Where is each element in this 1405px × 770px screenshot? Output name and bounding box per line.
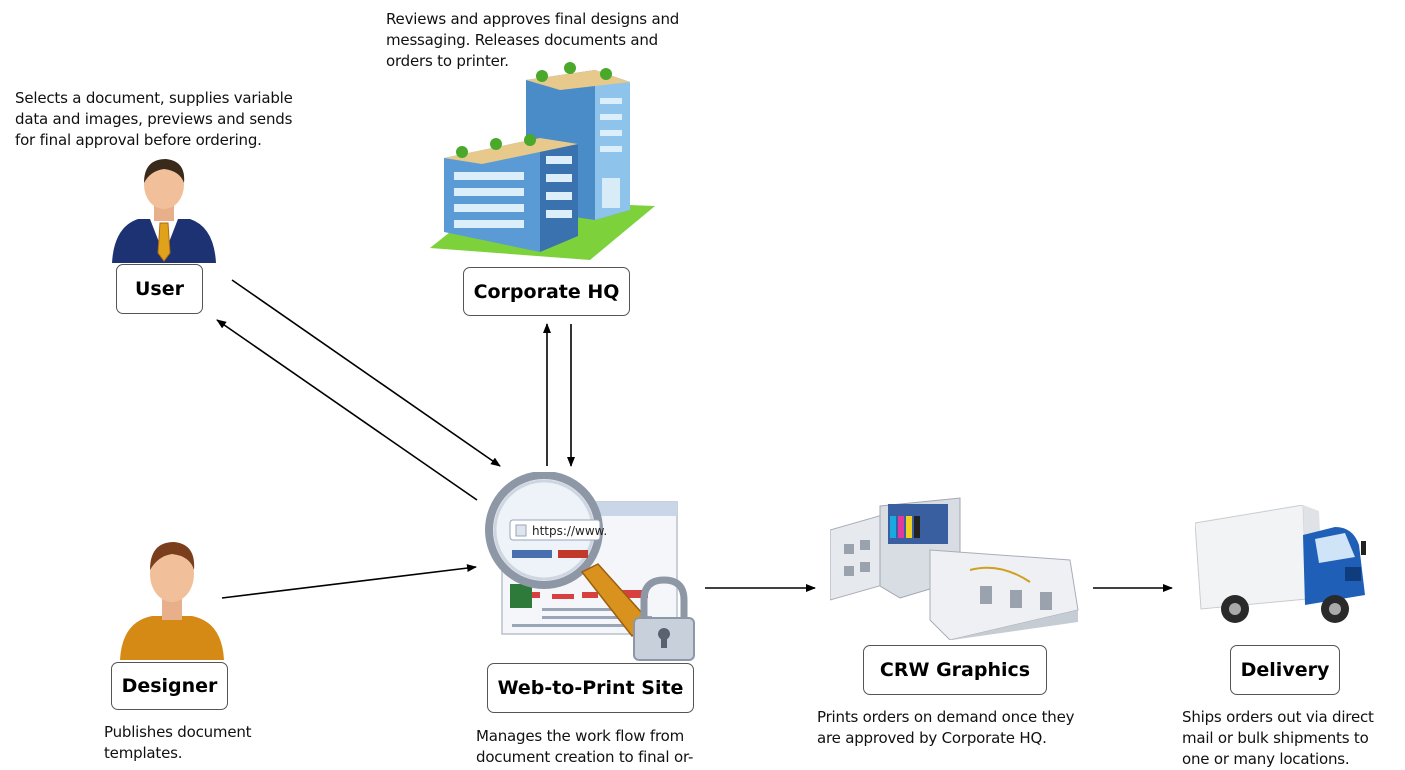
crw-graphics-description: Prints orders on demand once they are ap… (817, 708, 1075, 747)
arrow-site-to-user (216, 319, 478, 501)
arrow-designer-to-site (221, 564, 477, 599)
magnifier-website-lock-icon: https://www. (485, 472, 695, 661)
url-bar-text: https://www. (532, 524, 607, 538)
corporate-hq-description: Reviews and approves final designs and m… (386, 10, 680, 70)
user-label: User (116, 264, 203, 314)
web-to-print-description: Manages the work flow from document crea… (476, 727, 694, 766)
delivery-label: Delivery (1230, 645, 1340, 695)
designer-description: Publishes document templates. (104, 723, 252, 762)
businessman-icon (112, 159, 216, 263)
crw-graphics-label: CRW Graphics (863, 645, 1047, 695)
corporate-hq-label: Corporate HQ (463, 267, 630, 316)
user-description: Selects a document, supplies variable da… (15, 89, 293, 149)
delivery-truck-icon (1195, 505, 1366, 623)
designer-label: Designer (111, 662, 228, 710)
web-to-print-label: Web-to-Print Site (487, 663, 694, 713)
office-building-icon (430, 62, 655, 260)
person-icon (120, 542, 224, 660)
delivery-description: Ships orders out via direct mail or bulk… (1182, 708, 1374, 768)
printing-press-icon (830, 497, 1079, 640)
arrow-user-to-site (231, 279, 501, 467)
